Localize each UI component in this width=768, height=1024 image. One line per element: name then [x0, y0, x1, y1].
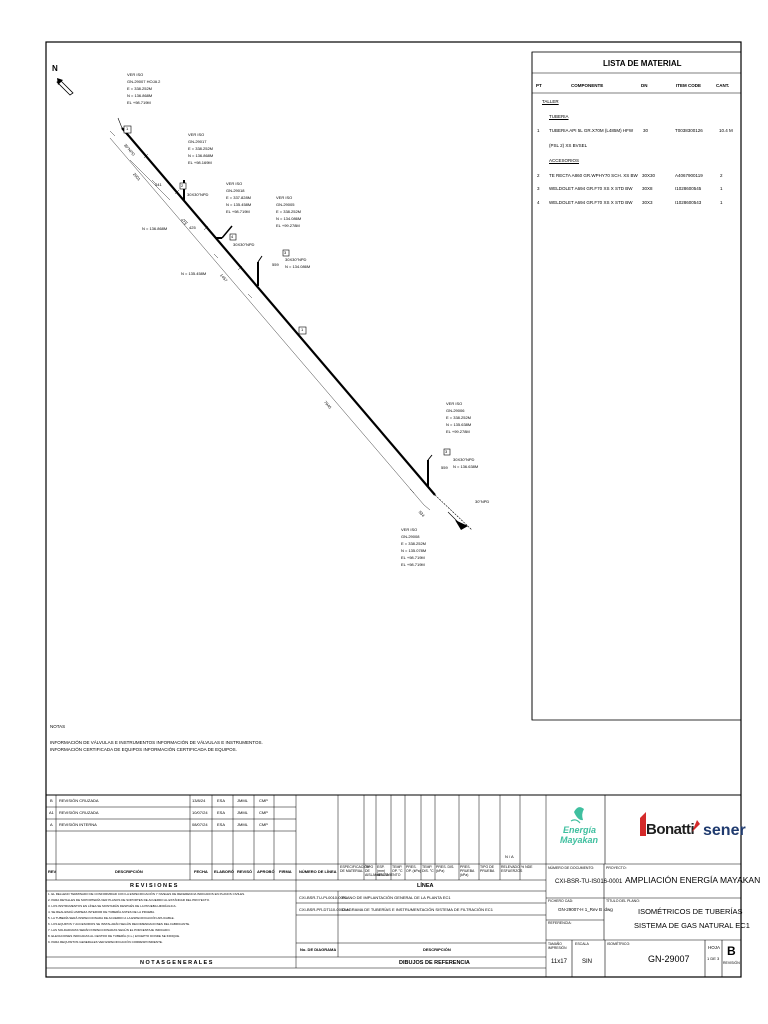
dim-label-8: 559 [272, 262, 279, 267]
dibujos-title: DIBUJOS DE REFERENCIA [399, 960, 470, 966]
flow-arrow-icon [455, 520, 468, 530]
coord-b: N = 135.458M [181, 271, 207, 276]
main-pipe [117, 117, 473, 531]
mat-section-tuberia: TUBERIA [549, 114, 569, 119]
material-panel-border [531, 51, 742, 721]
project-name: AMPLIACIÓN ENERGÍA MAYAKAN [625, 875, 761, 885]
notas-title: NOTAS [50, 724, 66, 729]
tag-boxes [123, 125, 451, 456]
print-size: 11x17 [551, 959, 567, 965]
coord-c: N = 134.086M [285, 264, 311, 269]
sheet-number: 1 DE 3 [707, 956, 720, 961]
tag-4: 4 [231, 234, 234, 239]
revision-grid [46, 795, 547, 977]
revision-letter: B [727, 944, 736, 958]
north-arrow-icon [56, 78, 74, 96]
tag-2: 2 [181, 183, 184, 188]
coord-left: N = 136.868M [142, 226, 168, 231]
npd-c: 30X30"NPD [285, 257, 307, 262]
notas-line-2: INFORMACIÓN CERTIFICADA DE EQUIPOS INFOR… [50, 747, 237, 752]
mat-h-item-code: ITEM CODE [676, 83, 702, 88]
tag-3b: 3 [445, 449, 448, 454]
tag-1a: 1 [126, 126, 129, 131]
dimension-lines [109, 130, 431, 511]
document-number: CXI-BSR-TU-IS016-0001 [555, 879, 623, 885]
scale: SIN [582, 959, 593, 965]
mat-section-taller: TALLER [542, 99, 559, 104]
outer-frame [45, 41, 742, 978]
north-label: N [52, 64, 58, 73]
npd-e: 30"NPD [475, 499, 490, 504]
mat-h-componente: COMPONENTE [571, 83, 604, 88]
mat-h-dn: DN [641, 83, 648, 88]
isometric-number: GN-29007 [648, 954, 690, 964]
notas-generales-title: N O T A S G E N E R A L E S [140, 960, 213, 966]
material-title: LISTA DE MATERIAL [603, 59, 682, 68]
npd-b: 30X30"NPD [233, 242, 255, 247]
dim-label-3: 441 [155, 182, 162, 187]
dim-label-5: 425 [189, 225, 196, 230]
drawing-title-1: ISOMÉTRICOS DE TUBERÍAS [638, 907, 743, 916]
notas-line-1: INFORMACIÓN DE VÁLVULAS E INSTRUMENTOS I… [50, 740, 263, 745]
linea-title: LÍNEA [417, 883, 434, 889]
title-block-grid [546, 795, 741, 977]
npd-d: 30X30"NPD [453, 457, 475, 462]
coord-d: N = 136.638M [453, 464, 479, 469]
revisiones-title: R E V I S I O N E S [130, 883, 178, 889]
npd-a: 30X30"NPD [187, 192, 209, 197]
cad-file: GN-29007-H 1_Rev B .dwg [558, 907, 613, 912]
tag-3: 3 [284, 250, 287, 255]
mat-h-pt: PT [536, 83, 542, 88]
mat-h-cant: CANT. [716, 83, 730, 88]
dim-label-9: 559 [441, 465, 448, 470]
mat-section-accesorios: ACCESORIOS [549, 158, 580, 163]
drawing-title-2: SISTEMA DE GAS NATURAL EC1 [634, 921, 750, 930]
linea-na: N / A [505, 854, 514, 859]
tag-1b: 1 [301, 327, 304, 332]
